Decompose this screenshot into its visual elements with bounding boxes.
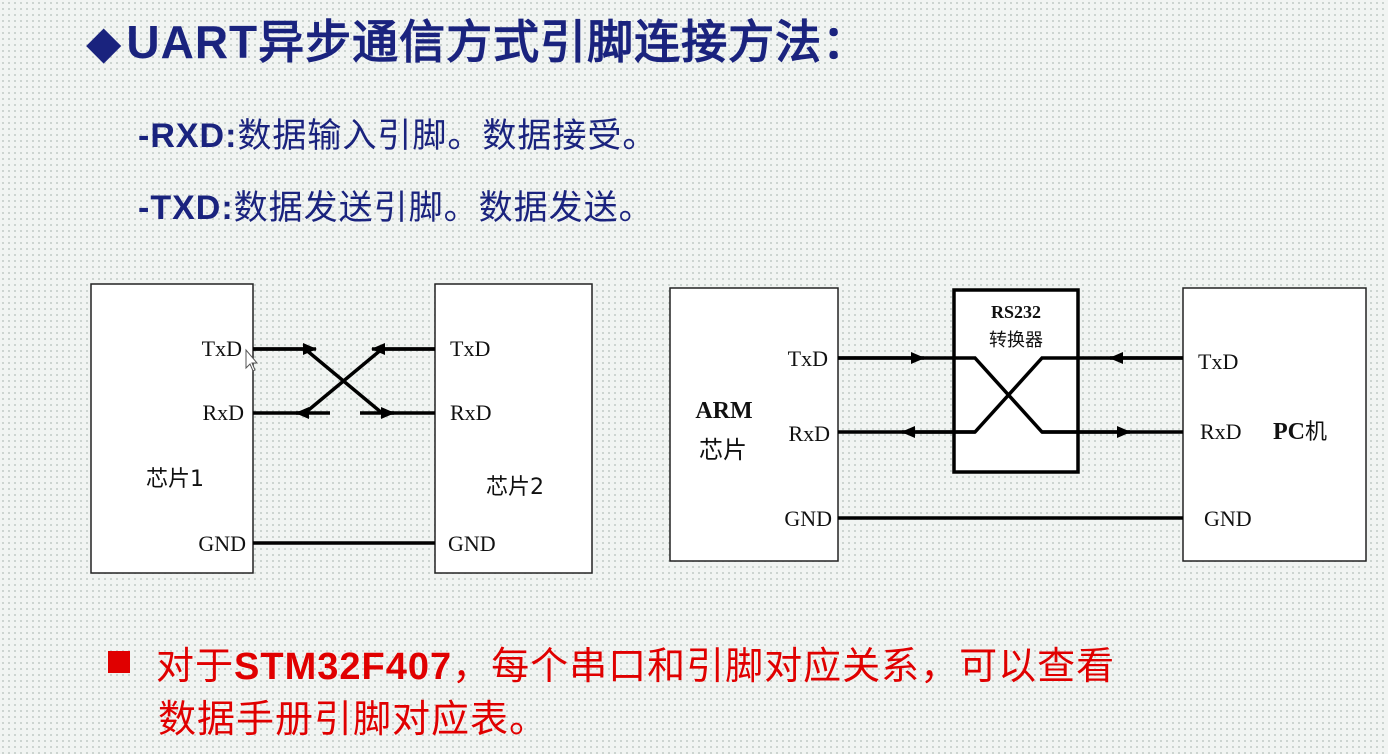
square-bullet-icon <box>108 651 130 673</box>
wire-chip2-txd-to-chip1-rxd <box>253 347 435 415</box>
rxd-pin-name: -RXD: <box>138 117 238 155</box>
chip2-box <box>434 283 593 574</box>
title-uart: UART <box>126 16 259 68</box>
chip1-label: 芯片1 <box>146 467 204 492</box>
converter-label: 转换器 <box>989 330 1043 351</box>
title-text: 异步通信方式引脚连接方法： <box>258 15 870 69</box>
stm32-note: 对于STM32F407，每个串口和引脚对应关系，可以查看数据手册引脚对应表。 <box>108 640 1358 745</box>
note-line1: ，每个串口和引脚对应关系，可以查看 <box>452 644 1116 688</box>
slide-title: ◆UART异步通信方式引脚连接方法： <box>86 6 869 72</box>
chip2-rxd-label: RxD <box>450 400 492 425</box>
diagram-arm-to-pc: ARM 芯片 TxD RxD GND RS232 转换器 TxD RxD GND… <box>669 287 1367 562</box>
rxd-description: -RXD:数据输入引脚。数据接受。 <box>138 108 657 157</box>
pc-label-suffix: 机 <box>1305 420 1327 445</box>
arm-chip-box <box>669 287 839 562</box>
chip2-gnd-label: GND <box>448 531 496 556</box>
note-chip-name: STM32F407 <box>234 646 453 688</box>
arm-label: ARM <box>695 398 752 424</box>
chip1-box <box>90 283 254 574</box>
pc-rxd-label: RxD <box>1200 419 1242 444</box>
pc-box <box>1182 287 1367 562</box>
note-prefix: 对于 <box>156 644 235 688</box>
chip2-label: 芯片2 <box>486 475 544 500</box>
arm-chip-label: 芯片 <box>699 436 747 464</box>
pc-label-bold: PC <box>1273 419 1305 445</box>
rs232-label: RS232 <box>991 302 1041 322</box>
rxd-pin-desc: 数据输入引脚。数据接受。 <box>237 116 658 156</box>
pc-txd-label: TxD <box>1198 349 1238 374</box>
txd-description: -TXD:数据发送引脚。数据发送。 <box>138 180 654 229</box>
rs232-converter-box <box>952 288 1080 474</box>
arm-rxd-label: RxD <box>788 421 830 446</box>
mouse-cursor-icon <box>245 348 259 372</box>
note-line2: 数据手册引脚对应表。 <box>158 697 549 741</box>
arm-gnd-label: GND <box>784 506 832 531</box>
pc-gnd-label: GND <box>1204 506 1252 531</box>
diagram-chip-to-chip: TxD RxD 芯片1 GND TxD RxD 芯片2 GND <box>90 283 593 574</box>
txd-pin-desc: 数据发送引脚。数据发送。 <box>233 188 654 228</box>
arm-txd-label: TxD <box>788 346 828 371</box>
chip1-rxd-label: RxD <box>202 400 244 425</box>
diamond-bullet-icon: ◆ <box>86 15 123 69</box>
pc-label: PC机 <box>1273 419 1327 445</box>
chip1-gnd-label: GND <box>198 531 246 556</box>
txd-pin-name: -TXD: <box>138 189 234 227</box>
chip1-txd-label: TxD <box>202 336 242 361</box>
chip2-txd-label: TxD <box>450 336 490 361</box>
